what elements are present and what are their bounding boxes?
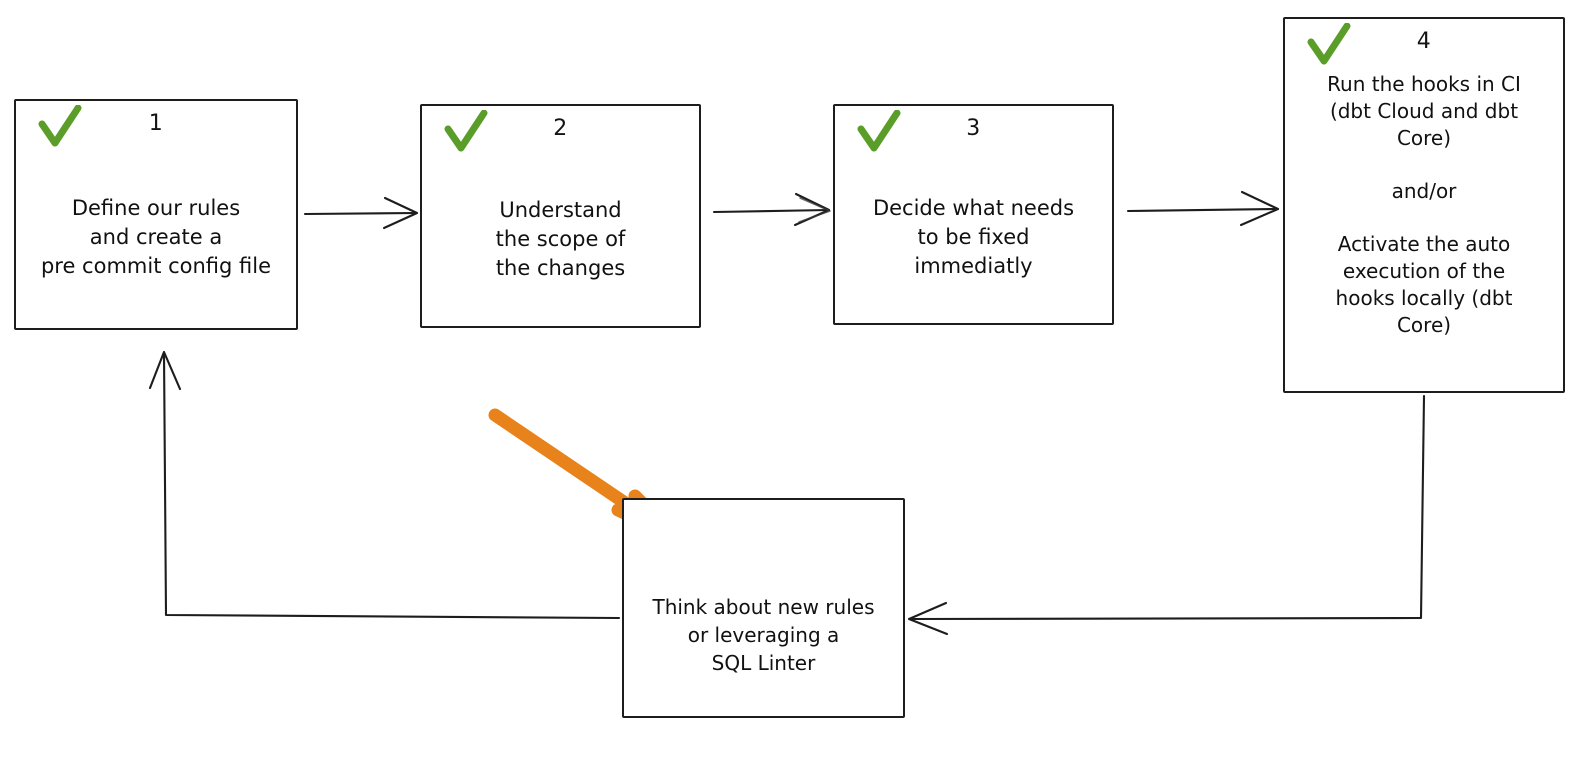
- node-2-number: 2: [553, 116, 568, 141]
- node-4-text-line: execution of the: [1342, 259, 1506, 283]
- node-1-text-line: pre commit config file: [40, 254, 272, 278]
- edge-node3-to-node4: [1126, 190, 1280, 227]
- node-5-text-line: or leveraging a: [687, 623, 840, 647]
- node-4-paragraph-ci: Run the hooks in CI (dbt Cloud and dbt C…: [1327, 71, 1521, 152]
- node-4-text-line: hooks locally (dbt: [1335, 286, 1513, 310]
- node-4-text-line: Core): [1396, 126, 1452, 150]
- node-5-body: Think about new rules or leveraging a SQ…: [624, 560, 903, 716]
- node-3-text-line: immediatly: [914, 254, 1033, 278]
- node-1-text-line: Define our rules: [71, 196, 241, 220]
- flow-node-1[interactable]: 1 Define our rules and create a pre comm…: [14, 99, 298, 330]
- node-4-text-line: Core): [1396, 313, 1452, 337]
- node-3-body: Decide what needs to be fixed immediatly: [835, 158, 1112, 323]
- node-3-number: 3: [966, 116, 981, 141]
- node-4-text-line: and/or: [1391, 179, 1457, 203]
- green-checkmark-icon: [38, 105, 82, 147]
- flow-node-2[interactable]: 2 Understand the scope of the changes: [420, 104, 701, 328]
- node-4-number: 4: [1416, 29, 1432, 54]
- green-checkmark-icon: [857, 110, 901, 152]
- node-5-text-line: SQL Linter: [711, 651, 816, 675]
- node-5-text-line: Think about new rules: [652, 595, 875, 619]
- node-5-header: [624, 500, 903, 560]
- node-2-text-line: the changes: [495, 255, 626, 280]
- green-checkmark-icon: [444, 110, 488, 152]
- edge-node1-to-node2: [303, 196, 419, 230]
- node-2-body: Understand the scope of the changes: [422, 158, 699, 326]
- node-4-body: Run the hooks in CI (dbt Cloud and dbt C…: [1285, 71, 1563, 391]
- node-4-text-line: Activate the auto: [1337, 232, 1511, 256]
- node-2-header: 2: [422, 106, 699, 158]
- node-1-header: 1: [16, 101, 296, 153]
- flow-node-5-new-rules[interactable]: Think about new rules or leveraging a SQ…: [622, 498, 905, 718]
- node-1-body: Define our rules and create a pre commit…: [16, 153, 296, 328]
- node-3-text-line: to be fixed: [917, 225, 1030, 249]
- node-4-paragraph-conjunction: and/or: [1392, 178, 1457, 205]
- node-1-number: 1: [148, 111, 164, 136]
- edge-node4-to-node5: [907, 394, 1426, 636]
- node-4-text-line: (dbt Cloud and dbt: [1329, 99, 1519, 123]
- edge-node2-to-node3: [712, 192, 831, 227]
- node-4-header: 4: [1285, 19, 1563, 71]
- node-2-text-line: Understand: [499, 197, 622, 222]
- node-3-text-line: Decide what needs: [872, 196, 1075, 220]
- green-checkmark-icon: [1307, 23, 1351, 65]
- node-3-header: 3: [835, 106, 1112, 158]
- edge-node5-to-node1: [148, 350, 621, 620]
- node-1-text-line: and create a: [89, 225, 223, 249]
- flow-node-3[interactable]: 3 Decide what needs to be fixed immediat…: [833, 104, 1114, 325]
- flow-node-4[interactable]: 4 Run the hooks in CI (dbt Cloud and dbt…: [1283, 17, 1565, 393]
- node-2-text-line: the scope of: [495, 226, 626, 251]
- node-4-text-line: Run the hooks in CI: [1327, 72, 1521, 96]
- node-4-paragraph-local: Activate the auto execution of the hooks…: [1336, 231, 1513, 339]
